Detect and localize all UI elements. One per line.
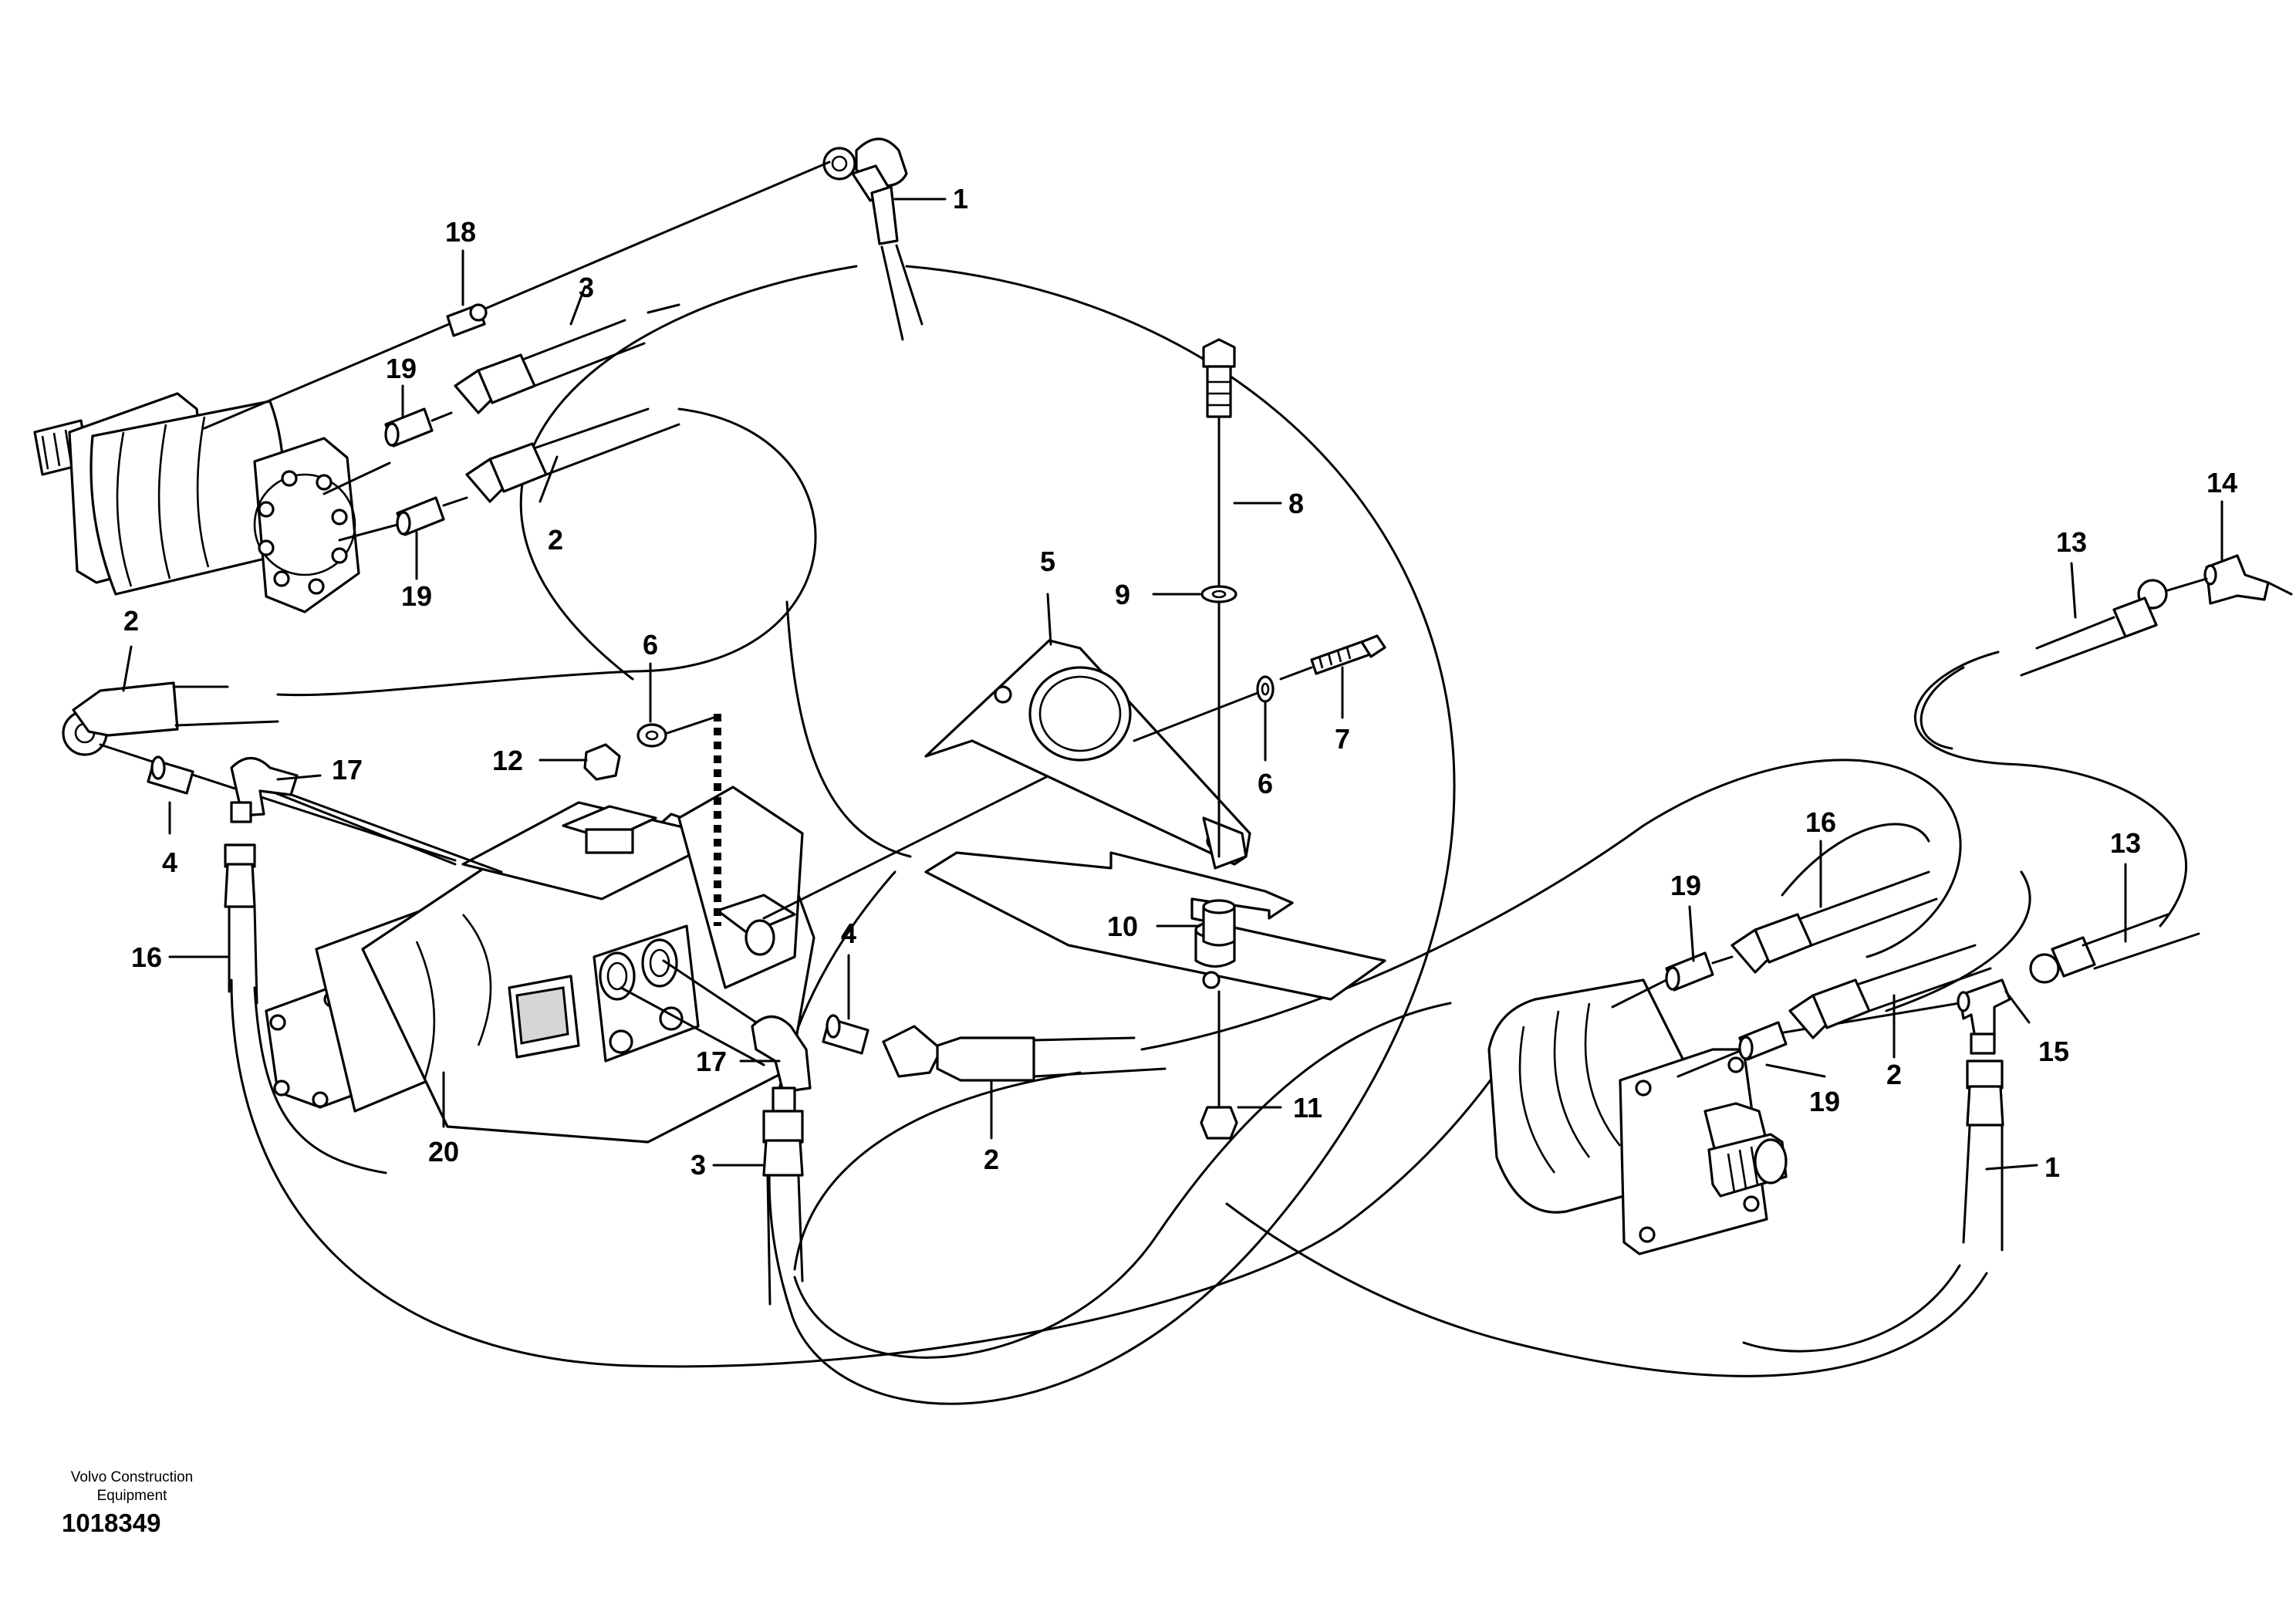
callout-13-lower: 13: [2110, 827, 2141, 859]
upper-left-connection-lines: [203, 161, 831, 542]
callout-13-upper: 13: [2056, 526, 2087, 558]
credit-line-1: Volvo Construction: [70, 1469, 194, 1485]
hose-2-center: [882, 1025, 1167, 1082]
callout-3-lower: 3: [690, 1149, 706, 1181]
tee-fitting-15: [1957, 978, 2011, 1055]
fitting-17-upper: [230, 756, 299, 823]
callout-16-left: 16: [131, 941, 162, 973]
washer-6-left: [636, 716, 715, 748]
callout-1-top: 1: [953, 183, 968, 215]
hose-2-right-end: [1788, 944, 1992, 1039]
callout-10: 10: [1107, 911, 1138, 942]
bracket-5: [924, 639, 1386, 1001]
hose-16-left: [224, 843, 258, 1005]
callout-11: 11: [1293, 1092, 1322, 1124]
fitting-19-right-upper: [1665, 951, 1734, 992]
elbow-fitting-14: [2166, 554, 2293, 605]
callout-8: 8: [1288, 488, 1304, 519]
fitting-19-right-lower: [1738, 1021, 1788, 1061]
callout-19-lower: 19: [401, 580, 432, 612]
hose-1-top: [822, 137, 923, 341]
fitting-17-lower: [751, 1015, 812, 1113]
callout-7: 7: [1335, 723, 1350, 755]
nut-11: [1200, 990, 1238, 1140]
fitting-4-left: [147, 755, 194, 795]
hose-16-right-end: [1730, 870, 1938, 974]
callout-16-right: 16: [1805, 806, 1836, 838]
fitting-19-lower: [396, 496, 468, 536]
fitting-19-upper: [384, 407, 453, 448]
hydraulic-pump-20: [265, 714, 815, 1144]
callout-17-upper: 17: [332, 754, 363, 786]
callout-18: 18: [445, 216, 476, 248]
hose-2-upper-end: [465, 407, 680, 503]
callout-9: 9: [1115, 579, 1130, 610]
callout-numbers: 1 1 2 2 2 2 3 3 4 4 5 6 6 7 8 9 10 11 12…: [123, 183, 2237, 1183]
callout-15: 15: [2038, 1036, 2069, 1067]
callout-6-left: 6: [643, 629, 658, 661]
callout-2-left: 2: [123, 605, 139, 637]
callout-19-right-upper: 19: [1670, 870, 1701, 901]
callout-leaders: [122, 198, 2223, 1171]
hose-3-lower: [762, 1110, 804, 1306]
hose-1-right: [1962, 1059, 2004, 1252]
callout-2-center: 2: [984, 1144, 999, 1175]
washer-9: [1200, 585, 1237, 603]
hose-3-upper-end: [454, 303, 680, 414]
callout-20: 20: [428, 1136, 459, 1168]
callout-4-left: 4: [162, 846, 177, 878]
callout-2-right: 2: [1886, 1059, 1902, 1090]
hydraulic-motor-upper-left: [33, 392, 360, 613]
right-connection-lines: [1611, 978, 1961, 1078]
callout-6-right: 6: [1258, 768, 1273, 799]
hose-13-lower-end: [2029, 913, 2200, 984]
callout-5: 5: [1040, 546, 1055, 577]
hose-2-left-end: [62, 681, 279, 756]
callout-2-upper: 2: [548, 524, 563, 556]
callout-14: 14: [2207, 467, 2237, 498]
callout-12: 12: [492, 745, 523, 776]
hose-routings: [230, 265, 2188, 1405]
nut-12: [583, 743, 621, 781]
spacer-10: [1202, 899, 1236, 947]
bolt-7: [1279, 634, 1386, 681]
hose-13-upper-end: [2020, 579, 2168, 677]
fitting-4-center: [822, 1014, 869, 1055]
drawing-number: 1018349: [62, 1509, 161, 1537]
hydraulic-motor-right: [1487, 978, 1788, 1255]
callout-19-right-lower: 19: [1809, 1086, 1840, 1117]
bolt-8: [1202, 338, 1236, 858]
callout-3-upper: 3: [579, 272, 594, 303]
callout-1-right: 1: [2044, 1151, 2060, 1183]
callout-19-upper: 19: [386, 353, 417, 384]
fitting-18: [446, 303, 488, 337]
credit-line-2: Equipment: [96, 1488, 167, 1504]
callout-4-center: 4: [841, 917, 856, 949]
callout-17-lower: 17: [696, 1046, 727, 1077]
washer-6-right: [1133, 675, 1275, 742]
